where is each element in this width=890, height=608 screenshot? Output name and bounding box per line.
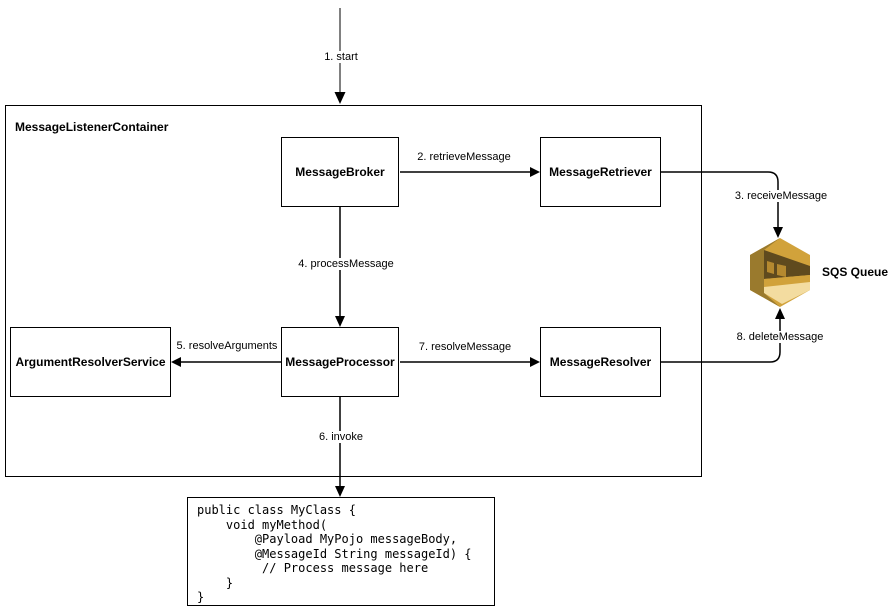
sqs-queue-icon (750, 238, 810, 307)
sqs-icon-message-2 (777, 264, 786, 277)
code-snippet-box: public class MyClass { void myMethod( @P… (187, 497, 495, 606)
edge-label-start: 1. start (322, 51, 360, 63)
container-label: MessageListenerContainer (15, 120, 169, 134)
edge-delete-message-arrowhead (775, 308, 785, 319)
message-listener-container: MessageListenerContainer (5, 105, 702, 477)
edge-receive-message-arrowhead (773, 227, 783, 238)
node-argument-resolver-service: ArgumentResolverService (10, 327, 171, 397)
node-message-processor: MessageProcessor (281, 327, 399, 397)
edge-label-retrieve-message: 2. retrieveMessage (415, 151, 513, 163)
node-message-resolver: MessageResolver (540, 327, 661, 397)
edge-label-resolve-message: 7. resolveMessage (416, 341, 514, 353)
node-message-retriever: MessageRetriever (540, 137, 661, 207)
edge-label-invoke: 6. invoke (316, 431, 366, 443)
edge-label-resolve-arguments: 5. resolveArguments (174, 340, 280, 352)
node-message-broker: MessageBroker (281, 137, 399, 207)
sqs-icon-bottom-face (764, 282, 810, 304)
sqs-icon-left-face (750, 238, 780, 307)
sqs-icon-message-1 (767, 261, 774, 274)
edge-label-process-message: 4. processMessage (296, 258, 396, 270)
sqs-icon-inner-shadow (764, 250, 810, 279)
edge-label-delete-message: 8. deleteMessage (734, 331, 826, 343)
code-snippet-text: public class MyClass { void myMethod( @P… (197, 503, 472, 604)
edge-invoke-arrowhead (335, 486, 345, 497)
sqs-queue-label: SQS Queue (822, 265, 889, 279)
edge-start-arrowhead (334, 92, 346, 104)
edge-label-receive-message: 3. receiveMessage (732, 190, 830, 202)
sqs-icon-middle-band (764, 275, 810, 287)
